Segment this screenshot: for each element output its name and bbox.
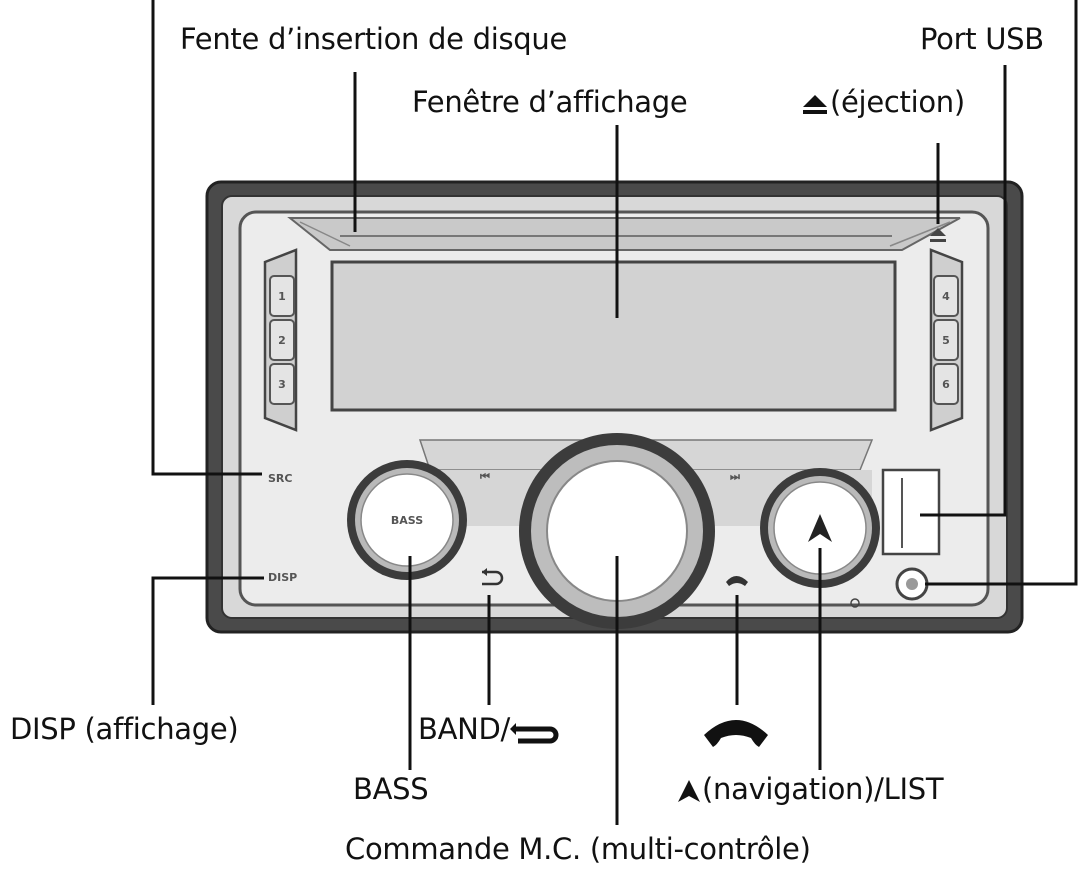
next-track-label[interactable]: ⏭	[730, 470, 740, 483]
preset-button-4[interactable]	[933, 275, 959, 317]
disp-button-label[interactable]: DISP	[268, 571, 297, 584]
label-navigation-text: (navigation)/LIST	[702, 772, 944, 806]
bass-knob[interactable]: BASS	[347, 460, 467, 580]
label-mc-knob: Commande M.C. (multi-contrôle)	[345, 832, 811, 866]
preset-label-2: 2	[278, 334, 286, 347]
aux-jack-icon[interactable]	[895, 567, 929, 601]
label-bass: BASS	[353, 772, 429, 806]
label-band-text: BAND/	[418, 712, 511, 746]
multi-control-knob[interactable]	[519, 433, 715, 629]
preset-button-1[interactable]	[269, 275, 295, 317]
preset-label-6: 6	[942, 378, 950, 391]
eject-icon	[930, 228, 946, 242]
navigation-knob[interactable]	[760, 468, 880, 588]
src-button-label[interactable]: SRC	[268, 472, 292, 485]
leader-lines	[151, 0, 1078, 825]
usb-port[interactable]	[881, 468, 941, 556]
preset-button-3[interactable]	[269, 363, 295, 405]
label-disp: DISP (affichage)	[10, 712, 239, 746]
label-navigation: (navigation)/LIST	[676, 772, 944, 806]
preset-label-4: 4	[942, 290, 950, 303]
preset-column-right: 4 5 6	[929, 248, 964, 432]
display-window	[330, 260, 897, 412]
preset-button-5[interactable]	[933, 319, 959, 361]
label-band: BAND/	[418, 712, 564, 746]
bass-knob-label: BASS	[391, 514, 423, 527]
label-phone	[700, 712, 772, 749]
label-usb-port: Port USB	[920, 22, 1044, 56]
phone-icon	[704, 720, 768, 747]
prev-track-label[interactable]: ⏮	[480, 470, 490, 483]
label-display-window: Fenêtre d’affichage	[412, 85, 688, 119]
navigation-up-icon	[678, 780, 700, 802]
eject-button[interactable]	[930, 228, 946, 242]
disc-slot	[287, 217, 961, 251]
preset-column-left: 1 2 3	[263, 248, 298, 432]
back-icon	[510, 723, 559, 744]
preset-label-3: 3	[278, 378, 286, 391]
preset-label-1: 1	[278, 290, 286, 303]
preset-button-2[interactable]	[269, 319, 295, 361]
eject-icon	[803, 95, 827, 114]
preset-label-5: 5	[942, 334, 950, 347]
preset-button-6[interactable]	[933, 363, 959, 405]
label-disc-slot: Fente d’insertion de disque	[180, 22, 568, 56]
back-icon[interactable]	[482, 568, 504, 586]
navigation-up-icon	[808, 514, 832, 542]
phone-icon[interactable]	[726, 576, 748, 586]
label-eject-text: (éjection)	[830, 85, 965, 119]
label-eject: (éjection)	[800, 85, 965, 119]
